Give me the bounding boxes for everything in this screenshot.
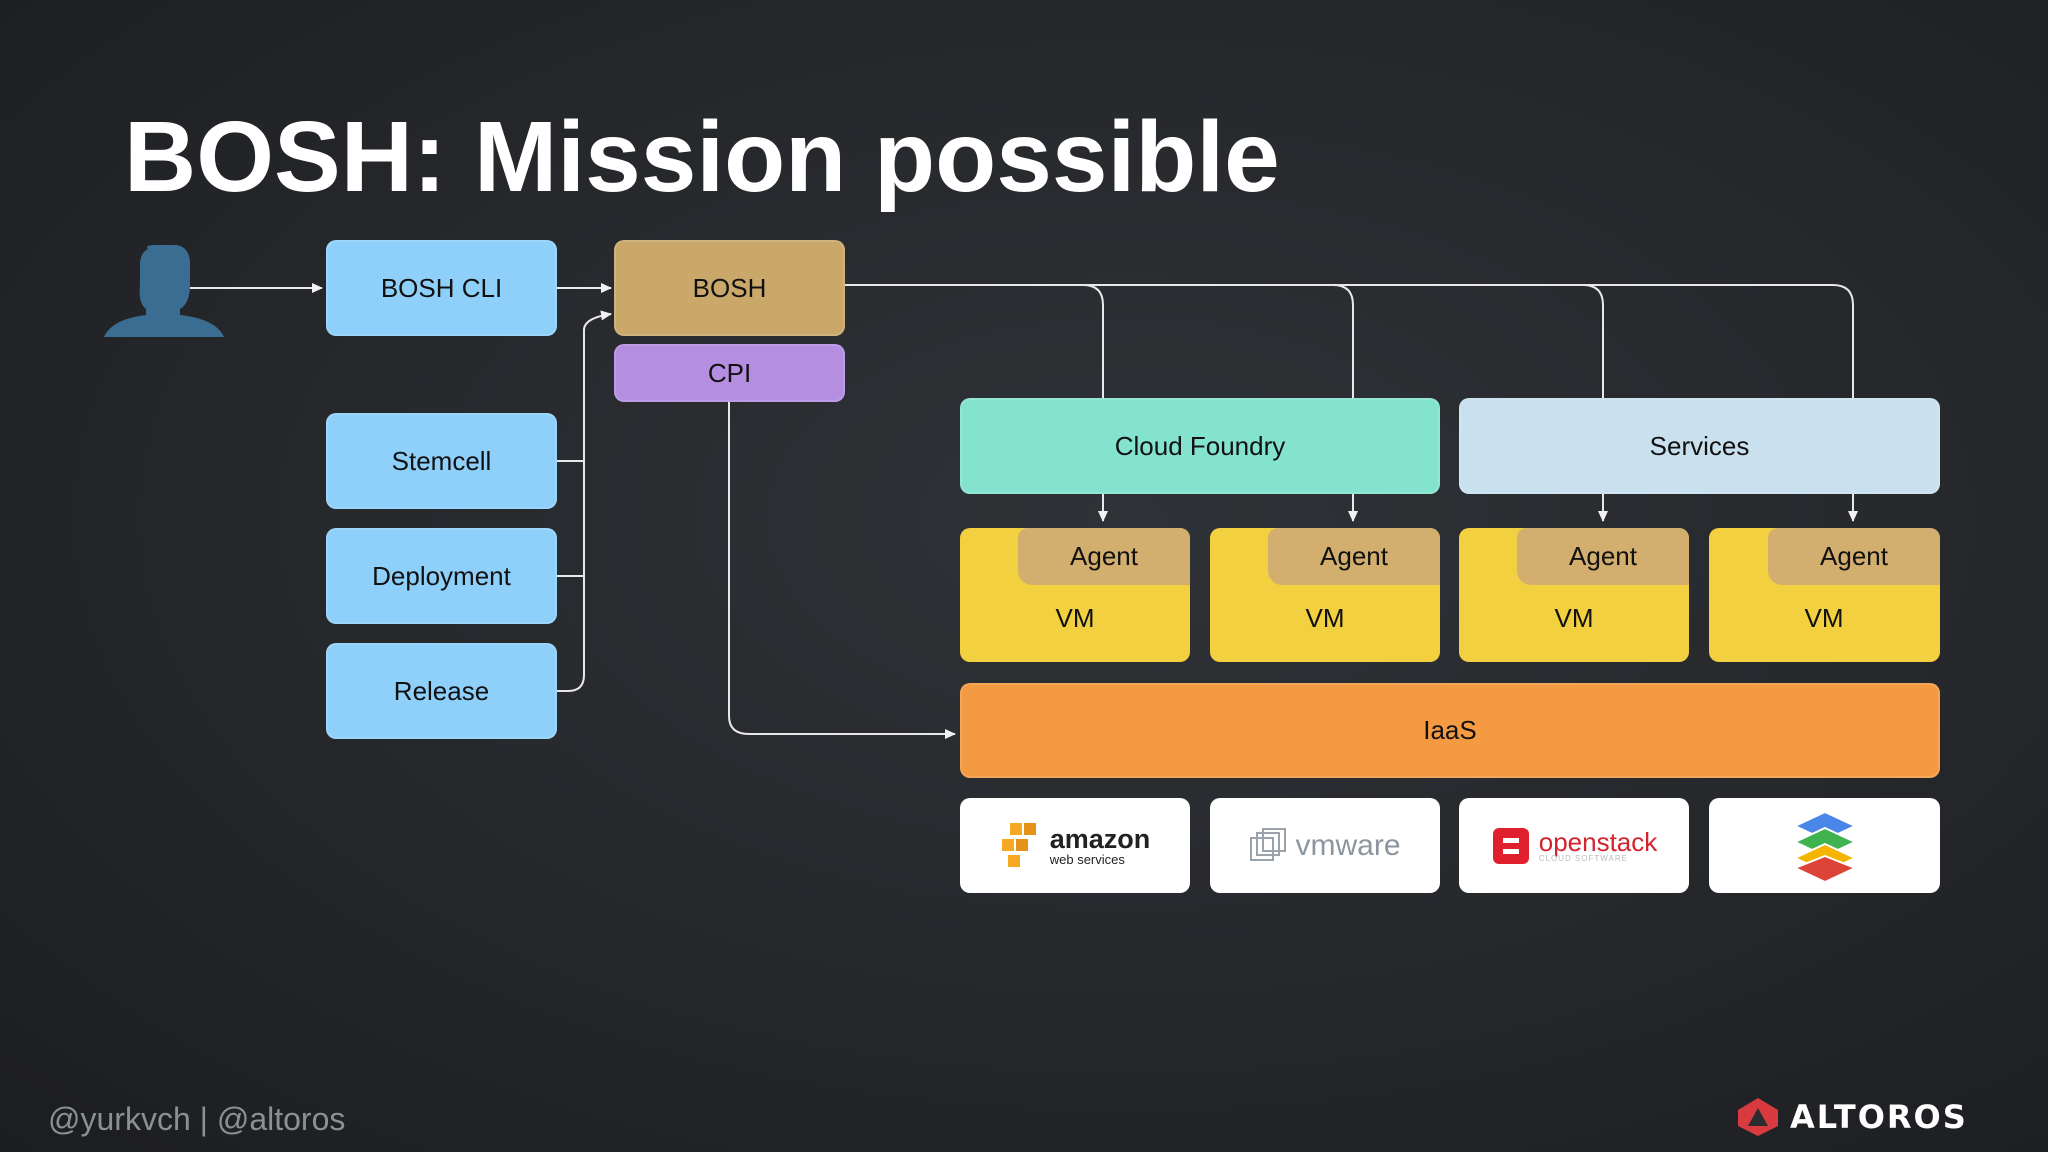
iaas-label: IaaS — [1423, 715, 1477, 745]
amazon-logo-subtext: web services — [1049, 851, 1125, 867]
bosh-label: BOSH — [692, 272, 767, 303]
vm-label: VM — [1055, 603, 1095, 633]
cpi-box: CPI — [614, 344, 845, 402]
agent-box: Agent — [1768, 528, 1940, 585]
vm-label: VM — [1305, 603, 1345, 633]
stemcell-label: Stemcell — [391, 445, 492, 476]
cpi-label: CPI — [707, 357, 752, 388]
vm-box: Agent VM — [1210, 528, 1440, 662]
arrow-inputs-to-bosh — [557, 314, 611, 692]
google-cloud-platform-icon — [1791, 810, 1858, 883]
slide-title: BOSH: Mission possible — [124, 101, 1280, 213]
altoros-brand-text: ALTOROS — [1790, 1098, 1968, 1136]
bosh-cli-label: BOSH CLI — [380, 272, 503, 303]
openstack-logo-text: openstack — [1538, 826, 1658, 857]
release-label: Release — [393, 675, 490, 706]
vmware-squares-icon — [1250, 827, 1287, 861]
agent-box: Agent — [1268, 528, 1440, 585]
amazon-web-services-logo: amazon web services — [960, 798, 1190, 893]
agent-label: Agent — [1820, 541, 1888, 571]
aws-cubes-icon — [1001, 822, 1036, 867]
cloud-foundry-box: Cloud Foundry — [960, 398, 1440, 494]
agent-box: Agent — [1018, 528, 1190, 585]
cloud-foundry-label: Cloud Foundry — [1114, 430, 1286, 461]
agent-label: Agent — [1320, 541, 1388, 571]
bosh-box: BOSH — [614, 240, 845, 336]
altoros-logo-icon — [1738, 1098, 1778, 1136]
user-silhouette-icon — [104, 245, 224, 337]
deployment-box: Deployment — [326, 528, 557, 624]
services-box: Services — [1459, 398, 1940, 494]
openstack-logo-subtext: CLOUD SOFTWARE — [1538, 853, 1628, 863]
vm-box: Agent VM — [960, 528, 1190, 662]
footer-handles: @yurkvch | @altoros — [48, 1101, 346, 1137]
vm-box: Agent VM — [1709, 528, 1940, 662]
agent-box: Agent — [1517, 528, 1689, 585]
altoros-brand: ALTOROS — [1736, 1096, 1968, 1138]
vm-label: VM — [1804, 603, 1844, 633]
openstack-logo: openstack CLOUD SOFTWARE — [1459, 798, 1689, 893]
vm-label: VM — [1554, 603, 1594, 633]
services-label: Services — [1649, 430, 1750, 461]
deployment-label: Deployment — [372, 560, 511, 591]
google-cloud-platform-logo — [1709, 798, 1940, 893]
agent-label: Agent — [1070, 541, 1138, 571]
vm-box: Agent VM — [1459, 528, 1689, 662]
arrow-cpi-to-iaas — [728, 402, 956, 739]
openstack-square-icon — [1492, 827, 1529, 864]
stemcell-box: Stemcell — [326, 413, 557, 509]
release-box: Release — [326, 643, 557, 739]
vmware-logo-text: vmware — [1295, 828, 1401, 862]
iaas-box: IaaS — [960, 683, 1940, 778]
vmware-logo: vmware — [1210, 798, 1440, 893]
agent-label: Agent — [1569, 541, 1637, 571]
arrow-bosh-to-agent-4 — [1583, 284, 1858, 522]
amazon-logo-text: amazon — [1049, 823, 1151, 854]
bosh-cli-box: BOSH CLI — [326, 240, 557, 336]
